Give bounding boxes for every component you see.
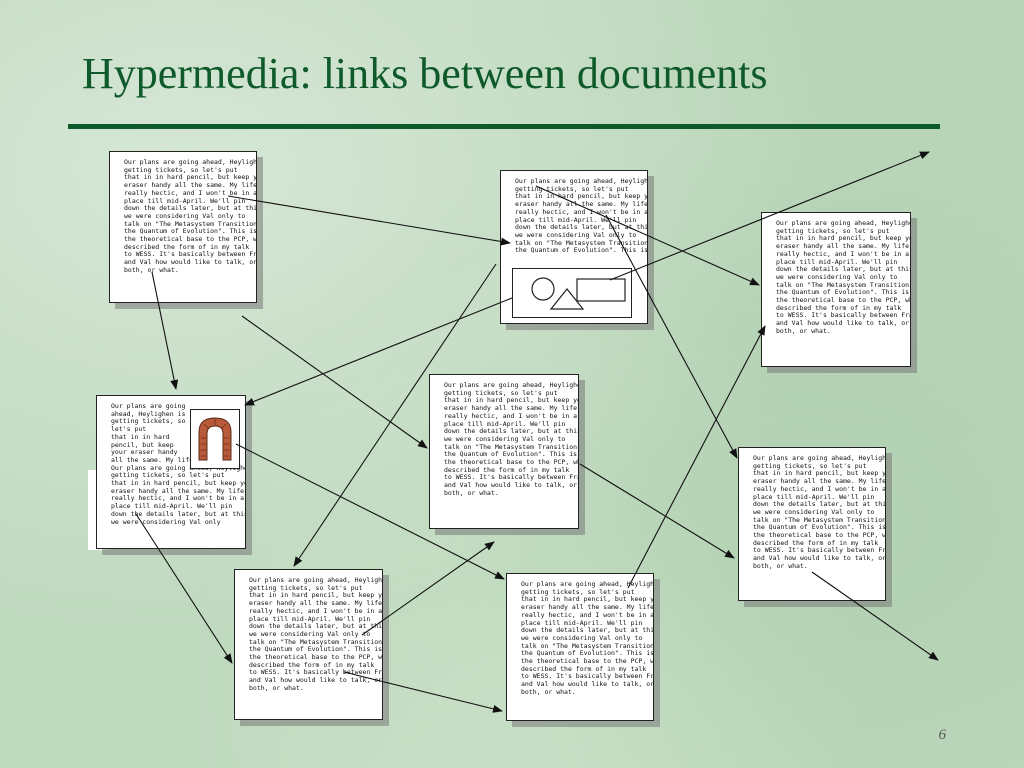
circle-shape-icon (531, 277, 555, 301)
document-center[interactable]: Our plans are going ahead, Heylighen is … (429, 374, 579, 529)
link-arrow (579, 463, 735, 559)
link-arrow (151, 271, 179, 390)
rectangle-shape-icon (576, 278, 626, 302)
document-text: Our plans are going ahead, Heylighen is … (521, 580, 654, 696)
arch-image-icon (198, 417, 232, 461)
link-arrow (361, 541, 495, 636)
link-arrow (627, 325, 766, 589)
document-text: Our plans are going ahead, Heylighen is … (444, 381, 578, 497)
shapes-figure (512, 268, 632, 318)
arch-image (190, 409, 240, 469)
document-bottom-center[interactable]: Our plans are going ahead, Heylighen is … (506, 573, 654, 721)
link-arrow (609, 151, 930, 281)
triangle-shape-icon (549, 288, 585, 310)
document-text: Our plans are going ahead, Heylighen is … (776, 219, 910, 335)
slide-title: Hypermedia: links between documents (82, 49, 768, 98)
link-arrow (343, 671, 503, 713)
link-arrow (241, 315, 428, 449)
link-arrow (227, 195, 511, 246)
link-arrow (535, 185, 760, 286)
document-bottom-left[interactable]: Our plans are going ahead, Heylighen is … (234, 569, 383, 720)
document-mid-left[interactable]: Our plans are going ahead, Heylighen is … (96, 395, 246, 549)
title-underline (68, 124, 940, 129)
link-arrow (605, 214, 738, 459)
page-number: 6 (938, 727, 947, 743)
document-text: Our plans are going ahead, Heylighen is … (753, 454, 886, 570)
link-arrow (244, 297, 513, 406)
link-arrow (293, 263, 497, 567)
document-top-left[interactable]: Our plans are going ahead, Heylighen is … (109, 151, 257, 303)
link-arrow (135, 513, 233, 664)
document-top-right[interactable]: Our plans are going ahead, Heylighen is … (761, 212, 911, 367)
document-text: Our plans are going ahead, Heylighen is … (249, 576, 383, 692)
link-arrow (235, 443, 505, 580)
shapes-svg (531, 277, 626, 310)
link-arrow (811, 571, 939, 661)
document-mid-right[interactable]: Our plans are going ahead, Heylighen is … (738, 447, 886, 601)
